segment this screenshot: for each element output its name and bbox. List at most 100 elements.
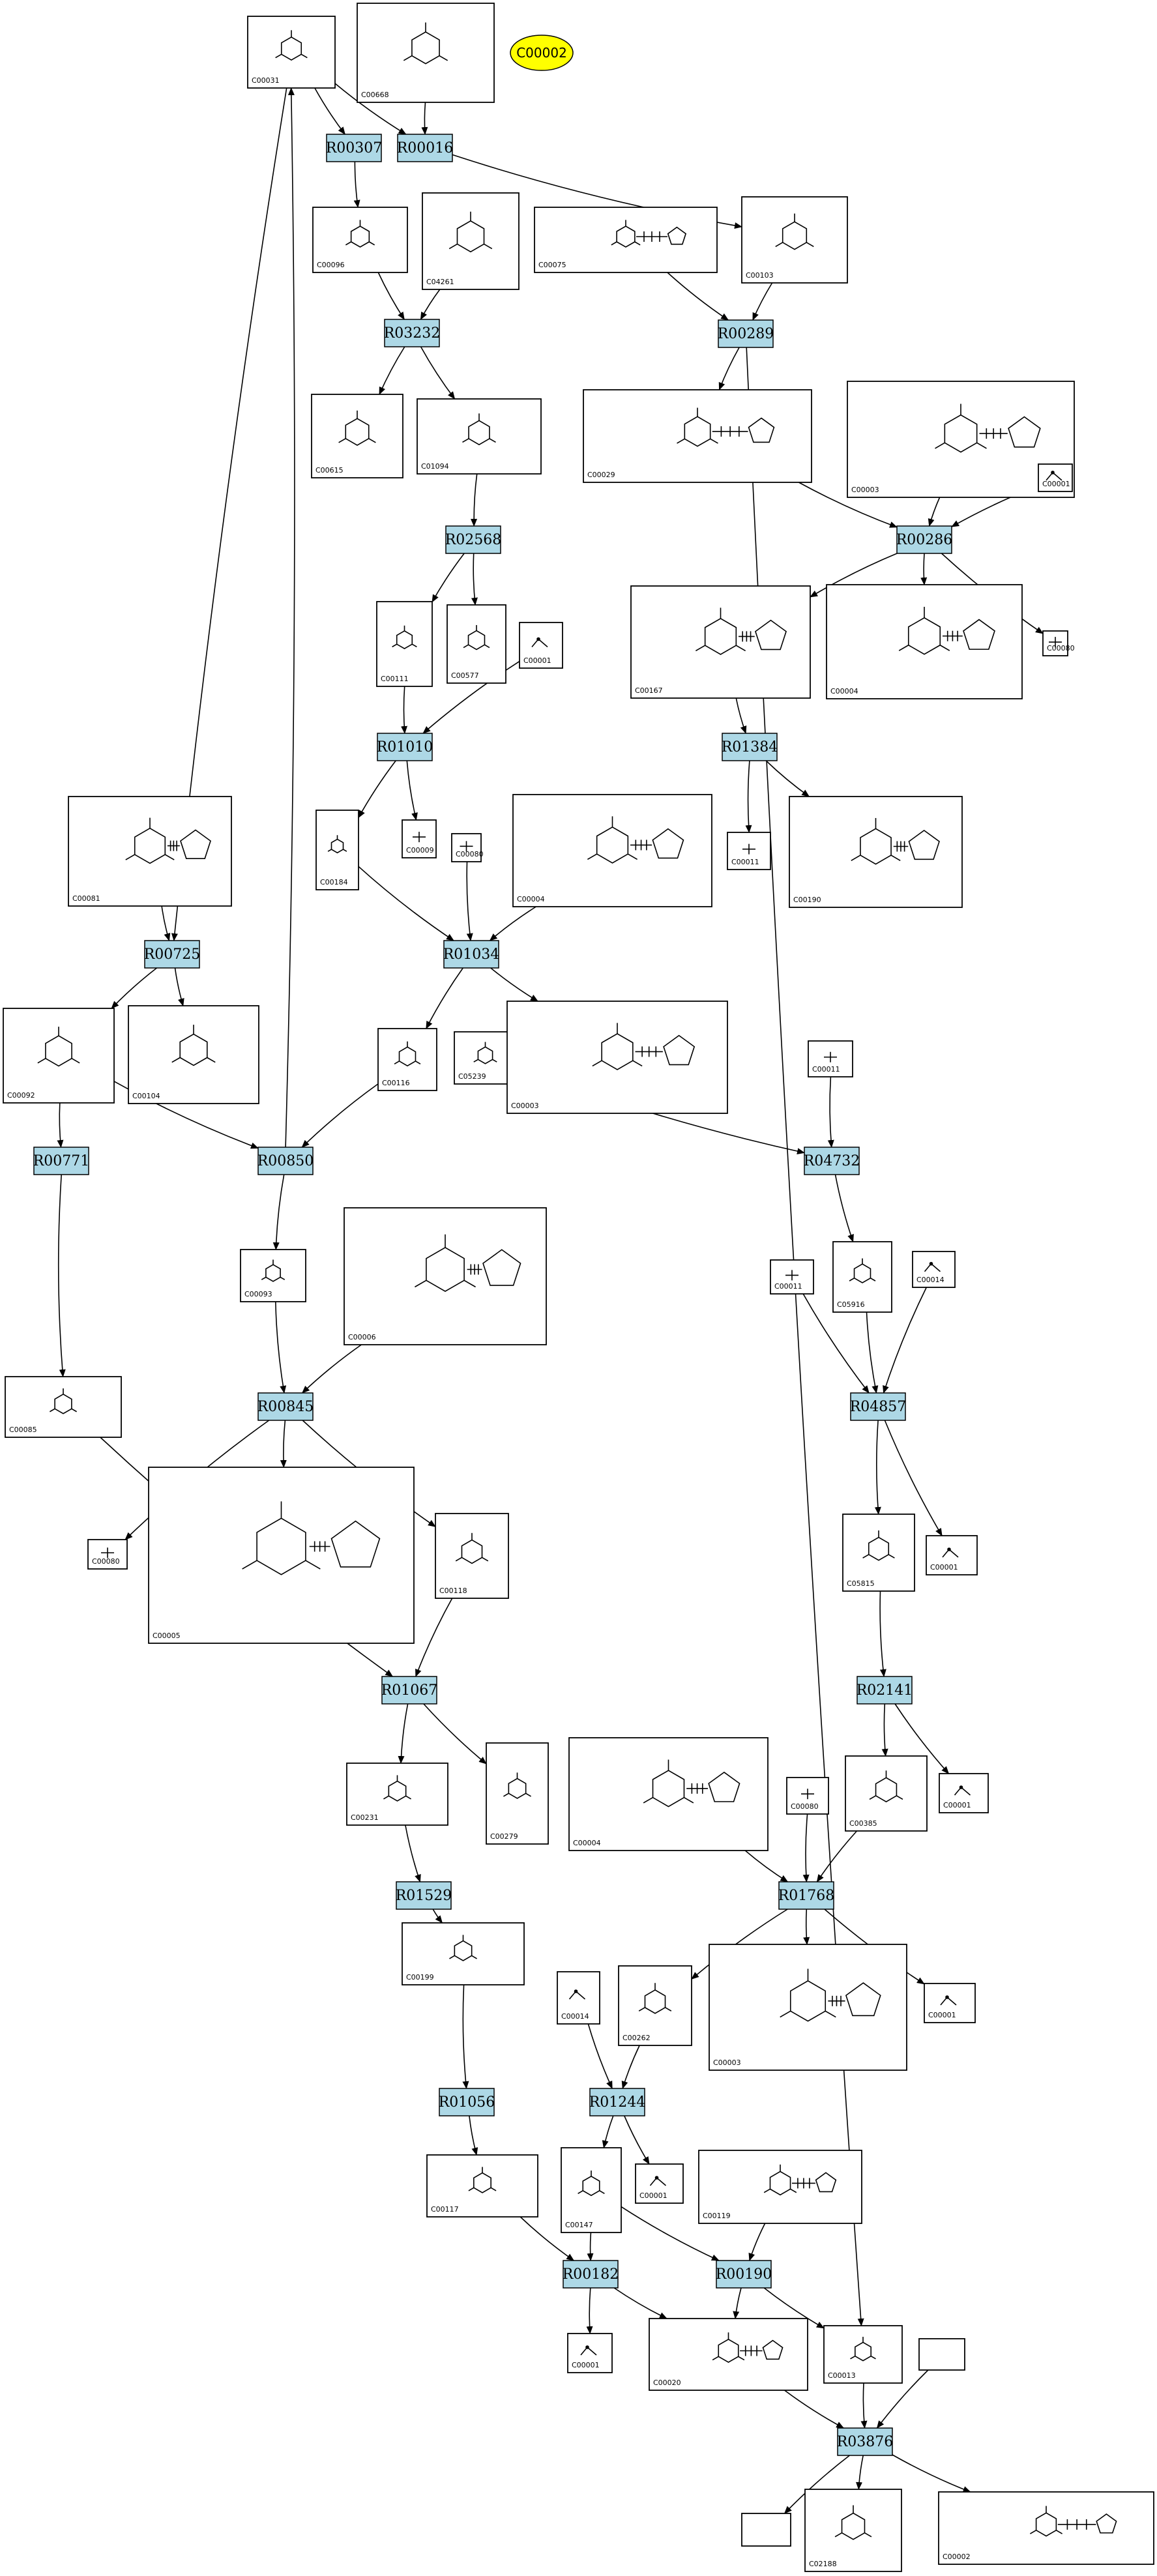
compound-C00014_a[interactable]: C00014 bbox=[912, 1251, 956, 1288]
reaction-id-label: R04732 bbox=[804, 1153, 860, 1169]
compound-C00190[interactable]: C00190 bbox=[789, 796, 963, 908]
compound-C05916[interactable]: C05916 bbox=[832, 1241, 892, 1313]
reaction-R00725[interactable]: R00725 bbox=[144, 940, 201, 969]
reaction-box bbox=[837, 2427, 893, 2456]
compound-C00279[interactable]: C00279 bbox=[486, 1742, 549, 1845]
compound-C00080_d[interactable]: C00080 bbox=[786, 1777, 829, 1815]
compound-C00096[interactable]: C00096 bbox=[312, 207, 408, 273]
compound-C00011_b[interactable]: C00011 bbox=[808, 1040, 853, 1077]
compound-C00075[interactable]: C00075 bbox=[534, 207, 718, 273]
compound-C00111[interactable]: C00111 bbox=[376, 601, 433, 687]
compound-C00002-highlight[interactable]: C00002 bbox=[510, 35, 574, 71]
compound-C02188[interactable]: C02188 bbox=[804, 2489, 902, 2572]
compound-C00080_a[interactable]: C00080 bbox=[1042, 630, 1075, 656]
compound-C00385[interactable]: C00385 bbox=[845, 1755, 928, 1832]
compound-C00001_d[interactable]: C00001 bbox=[939, 1773, 989, 1813]
reaction-R01034[interactable]: R01034 bbox=[443, 940, 500, 969]
structure-drawing bbox=[940, 1995, 957, 2006]
compound-C00093[interactable]: C00093 bbox=[240, 1249, 306, 1302]
reaction-R00190[interactable]: R00190 bbox=[716, 2260, 772, 2289]
reaction-R02141[interactable]: R02141 bbox=[857, 1676, 913, 1705]
compound-C00001_e[interactable]: C00001 bbox=[924, 1983, 976, 2023]
compound-C00002[interactable]: C00002 bbox=[938, 2491, 1154, 2565]
compound-C00031[interactable]: C00031 bbox=[247, 16, 336, 89]
compound-C00119[interactable]: C00119 bbox=[698, 2150, 862, 2224]
reaction-R00182[interactable]: R00182 bbox=[563, 2260, 619, 2289]
compound-C00147[interactable]: C00147 bbox=[561, 2147, 622, 2233]
reaction-R00289[interactable]: R00289 bbox=[718, 319, 774, 348]
reaction-R00850[interactable]: R00850 bbox=[257, 1147, 314, 1175]
compound-C00199[interactable]: C00199 bbox=[402, 1922, 525, 1985]
compound-C00003_c[interactable]: C00003 bbox=[709, 1944, 907, 2071]
compound-id-label: C00001 bbox=[523, 656, 551, 665]
reaction-R01244[interactable]: R01244 bbox=[589, 2088, 646, 2116]
compound-C00011_c[interactable]: C00011 bbox=[770, 1259, 814, 1295]
edge-R01768-to-C00003_c bbox=[803, 1909, 810, 1945]
structure-drawing bbox=[898, 606, 995, 655]
compound-id-label: C00116 bbox=[382, 1079, 410, 1087]
reaction-R00016[interactable]: R00016 bbox=[397, 134, 454, 162]
compound-C00029[interactable]: C00029 bbox=[583, 389, 812, 483]
compound-C00001_b[interactable]: C00001 bbox=[519, 622, 563, 669]
edge-C00014_b-to-R01244 bbox=[587, 2023, 613, 2089]
compound-C00004_a[interactable]: C00004 bbox=[826, 584, 1023, 699]
compound-C00085[interactable]: C00085 bbox=[5, 1376, 122, 1438]
compound-C00262[interactable]: C00262 bbox=[618, 1965, 692, 2046]
compound-C00184[interactable]: C00184 bbox=[315, 810, 359, 890]
reaction-R01529[interactable]: R01529 bbox=[396, 1881, 452, 1910]
compound-C00118[interactable]: C00118 bbox=[435, 1513, 509, 1599]
reaction-R04732[interactable]: R04732 bbox=[804, 1147, 860, 1175]
reaction-R01768[interactable]: R01768 bbox=[778, 1881, 835, 1910]
reaction-R03232[interactable]: R03232 bbox=[384, 319, 441, 347]
compound-C00081[interactable]: C00081 bbox=[68, 796, 232, 907]
edge-C00013-to-R03876 bbox=[860, 2382, 868, 2429]
compound-C00001_f[interactable]: C00001 bbox=[635, 2163, 684, 2204]
reaction-R03876[interactable]: R03876 bbox=[837, 2427, 894, 2456]
reaction-R01010[interactable]: R01010 bbox=[377, 733, 433, 761]
compound-C00013[interactable]: C00013 bbox=[823, 2325, 903, 2384]
compound-C00117[interactable]: C00117 bbox=[426, 2154, 538, 2217]
compound-C00092[interactable]: C00092 bbox=[3, 1008, 115, 1104]
compound-C00004_c[interactable]: C00004 bbox=[568, 1737, 769, 1851]
compound-C00615[interactable]: C00615 bbox=[311, 394, 403, 478]
compound-C00005[interactable]: C00005 bbox=[148, 1467, 415, 1644]
compound-id-label: C00080 bbox=[791, 1802, 819, 1811]
compound-C05815[interactable]: C05815 bbox=[842, 1514, 915, 1592]
compound-C00004_b[interactable]: C00004 bbox=[512, 794, 712, 907]
compound-C00668[interactable]: C00668 bbox=[357, 3, 495, 103]
compound-C00080_c[interactable]: C00080 bbox=[87, 1539, 128, 1570]
reaction-R04857[interactable]: R04857 bbox=[850, 1392, 907, 1421]
compound-C00006[interactable]: C00006 bbox=[344, 1207, 547, 1345]
compound-C04261[interactable]: C04261 bbox=[422, 192, 520, 290]
compound-C00020[interactable]: C00020 bbox=[649, 2318, 808, 2391]
reaction-R01056[interactable]: R01056 bbox=[439, 2088, 495, 2116]
compound-blank_b[interactable] bbox=[741, 2513, 791, 2547]
structure-drawing bbox=[37, 1027, 80, 1067]
reaction-R01067[interactable]: R01067 bbox=[381, 1676, 438, 1705]
compound-C00009[interactable]: C00009 bbox=[402, 819, 437, 858]
compound-C00001_c[interactable]: C00001 bbox=[926, 1535, 978, 1575]
compound-C00103[interactable]: C00103 bbox=[741, 196, 848, 284]
compound-C00001_g[interactable]: C00001 bbox=[567, 2333, 613, 2373]
compound-C01094[interactable]: C01094 bbox=[417, 398, 542, 475]
compound-C00001_a[interactable]: C00001 bbox=[1038, 463, 1073, 492]
compound-blank_a[interactable] bbox=[918, 2338, 965, 2371]
reaction-R01384[interactable]: R01384 bbox=[722, 733, 778, 761]
compound-C00167[interactable]: C00167 bbox=[630, 585, 811, 699]
reaction-R00307[interactable]: R00307 bbox=[326, 134, 383, 162]
compound-C00116[interactable]: C00116 bbox=[377, 1028, 437, 1091]
reaction-R00286[interactable]: R00286 bbox=[896, 525, 953, 554]
compound-C00231[interactable]: C00231 bbox=[346, 1763, 448, 1826]
reaction-R00845[interactable]: R00845 bbox=[257, 1392, 314, 1421]
compound-C00014_b[interactable]: C00014 bbox=[557, 1971, 600, 2025]
compound-C00080_b[interactable]: C00080 bbox=[451, 833, 484, 862]
compound-C00104[interactable]: C00104 bbox=[128, 1005, 259, 1104]
compound-id-label: C00006 bbox=[348, 1333, 376, 1341]
compound-C00577[interactable]: C00577 bbox=[447, 604, 506, 684]
compound-C00011_a[interactable]: C00011 bbox=[727, 832, 771, 870]
reaction-R00771[interactable]: R00771 bbox=[33, 1147, 90, 1175]
reaction-R02568[interactable]: R02568 bbox=[445, 525, 502, 554]
compound-C00003_a[interactable]: C00003 bbox=[847, 381, 1075, 498]
compound-id-label: C00167 bbox=[635, 686, 663, 695]
compound-C00003_b[interactable]: C00003 bbox=[506, 1001, 728, 1114]
